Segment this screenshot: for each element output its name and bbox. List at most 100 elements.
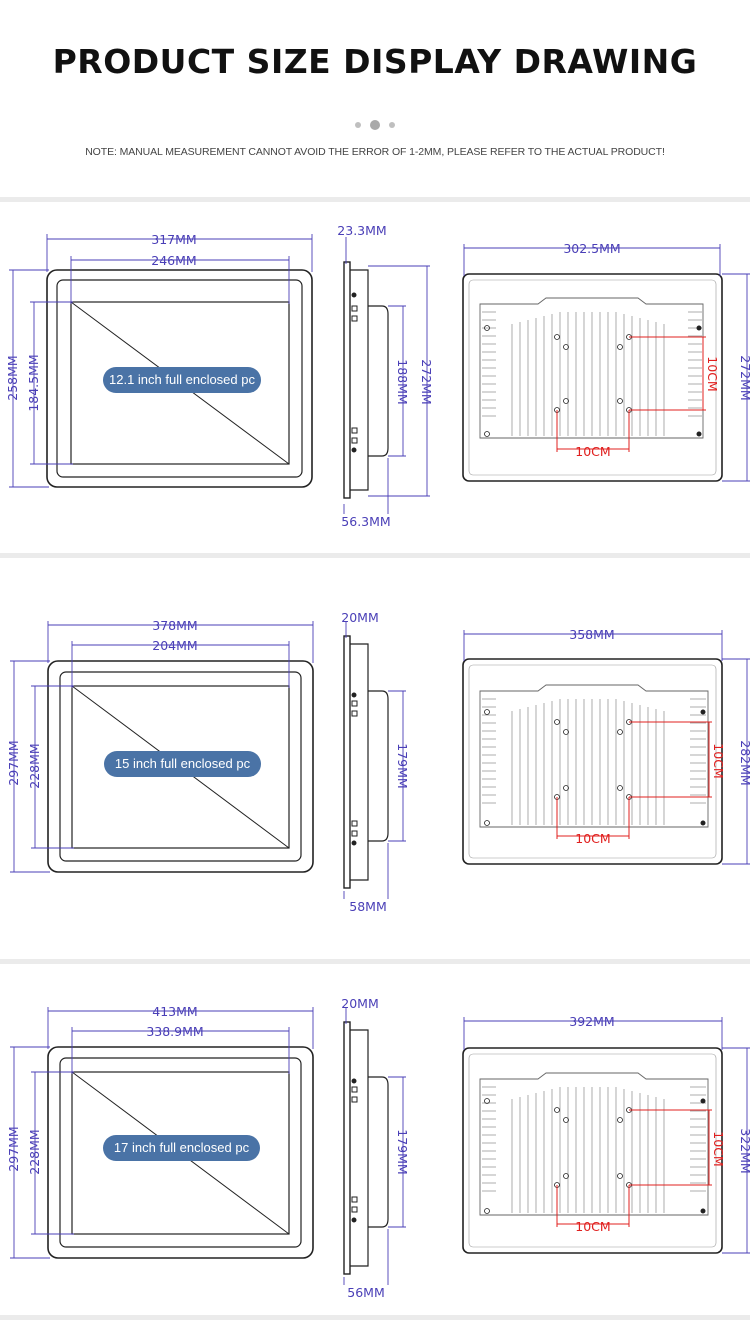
vesa-hole-icon [563, 1117, 569, 1123]
side-port-icon [351, 1206, 358, 1213]
carousel-dot [355, 122, 361, 128]
side-housing [350, 1029, 369, 1267]
front-dimension-lines [9, 234, 313, 488]
side-port-icon [351, 315, 358, 322]
side-port-icon [351, 427, 358, 434]
dim-screen-width: 338.9MM [146, 1024, 203, 1039]
side-bezel [343, 1021, 351, 1275]
side-bezel [343, 635, 351, 889]
side-screw-icon [351, 840, 357, 846]
mount-hole-icon [484, 1098, 490, 1104]
back-panel-inner [468, 664, 717, 859]
back-dimension-lines [463, 630, 750, 865]
screw-icon [700, 1208, 706, 1214]
dim-outer-width: 413MM [152, 1004, 197, 1019]
side-port-icon [351, 1096, 358, 1103]
front-dimension-lines [10, 621, 314, 873]
side-port-icon [351, 820, 358, 827]
hole-spacing-lines [556, 1109, 712, 1227]
side-dimension-lines [343, 237, 430, 514]
model-label: 15 inch full enclosed pc [104, 751, 261, 777]
side-port-icon [351, 710, 358, 717]
dim-screen-height: 184.5MM [26, 354, 41, 411]
mount-hole-icon [484, 709, 490, 715]
side-screw-icon [351, 292, 357, 298]
dim-hole-horizontal: 10CM [575, 1219, 610, 1234]
model-label: 17 inch full enclosed pc [103, 1135, 260, 1161]
side-bezel [343, 261, 351, 499]
dim-mount-height: 179MM [395, 1129, 410, 1174]
dim-body-depth: 56MM [347, 1285, 384, 1300]
vesa-hole-icon [563, 729, 569, 735]
side-port-icon [351, 305, 358, 312]
back-view [462, 1047, 723, 1254]
hole-spacing-lines [556, 721, 712, 839]
inner-bezel [59, 671, 302, 862]
front-view [47, 1046, 314, 1259]
back-panel-inner [468, 279, 717, 476]
dim-back-width: 302.5MM [563, 241, 620, 256]
back-dimension-lines [463, 244, 750, 482]
mount-hole-icon [484, 431, 490, 437]
back-panel-inner [468, 1053, 717, 1248]
side-view [343, 635, 389, 889]
drawing-canvas: 317MM 246MM 258MM 184.5MM 23.3MM 188MM 2… [5, 223, 750, 529]
outer-frame [47, 1046, 314, 1259]
vesa-hole-icon [563, 398, 569, 404]
dim-total-height: 272MM [419, 359, 434, 404]
screen-area [71, 1071, 290, 1235]
hole-spacing-lines [556, 336, 706, 452]
model-section-12-1-inch: 317MM 246MM 258MM 184.5MM 23.3MM 188MM 2… [0, 206, 750, 566]
dim-mount-height: 179MM [395, 743, 410, 788]
drawing-canvas: 413MM 338.9MM 297MM 228MM 20MM 179MM 56M… [6, 996, 750, 1300]
measurement-note: NOTE: MANUAL MEASUREMENT CANNOT AVOID TH… [85, 146, 665, 158]
side-port-icon [351, 1086, 358, 1093]
back-panel [462, 658, 723, 865]
dim-back-height: 282MM [738, 740, 750, 785]
side-mount [368, 305, 389, 457]
dim-hole-horizontal: 10CM [575, 444, 610, 459]
section-divider [0, 553, 750, 558]
vesa-hole-icon [617, 729, 623, 735]
dim-bezel-depth: 20MM [341, 996, 378, 1011]
dim-hole-vertical: 10CM [705, 356, 720, 391]
dim-back-height: 322MM [738, 1128, 750, 1173]
screen-area [71, 685, 290, 849]
dim-bezel-depth: 20MM [341, 610, 378, 625]
vesa-hole-icon [563, 344, 569, 350]
vesa-hole-icon [617, 1117, 623, 1123]
dim-back-height: 272MM [738, 355, 750, 400]
dim-screen-width: 246MM [151, 253, 196, 268]
side-port-icon [351, 700, 358, 707]
side-screw-icon [351, 447, 357, 453]
side-port-icon [351, 437, 358, 444]
side-mount [368, 1076, 389, 1228]
dim-outer-height: 297MM [6, 1126, 21, 1171]
heatsink-outline [479, 297, 704, 439]
screw-icon [696, 431, 702, 437]
vesa-hole-icon [554, 334, 560, 340]
dim-outer-width: 378MM [152, 618, 197, 633]
front-dimension-lines [10, 1007, 314, 1259]
vesa-hole-icon [563, 1173, 569, 1179]
model-section-17-inch: 413MM 338.9MM 297MM 228MM 20MM 179MM 56M… [0, 977, 750, 1337]
side-screw-icon [351, 692, 357, 698]
side-mount [368, 690, 389, 842]
side-housing [350, 269, 369, 491]
dim-hole-vertical: 10CM [711, 743, 726, 778]
vesa-hole-icon [554, 719, 560, 725]
outer-frame [46, 269, 313, 488]
side-screw-icon [351, 1217, 357, 1223]
vesa-hole-icon [617, 398, 623, 404]
page-title: PRODUCT SIZE DISPLAY DRAWING [52, 42, 698, 81]
outer-frame [47, 660, 314, 873]
dim-outer-width: 317MM [151, 232, 196, 247]
vesa-hole-icon [617, 1173, 623, 1179]
mount-hole-icon [484, 325, 490, 331]
vesa-hole-icon [617, 344, 623, 350]
front-view [47, 660, 314, 873]
mount-hole-icon [484, 820, 490, 826]
vesa-hole-icon [563, 785, 569, 791]
side-dimension-lines [343, 622, 406, 899]
mount-hole-icon [484, 1208, 490, 1214]
